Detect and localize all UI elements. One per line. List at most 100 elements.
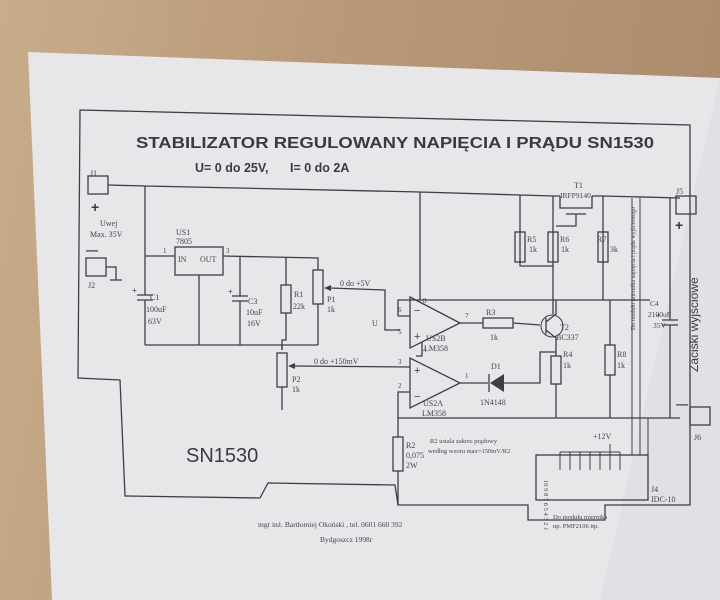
- p1-label: P1: [327, 295, 335, 304]
- t1-label: T1: [574, 181, 583, 190]
- j2-label: J2: [88, 281, 95, 290]
- r2-value: 0,075: [406, 451, 424, 460]
- j4-pin-numbers: 10 9 8 7 6 5 4 3 2 1: [542, 480, 549, 530]
- r5-label: R5: [527, 235, 536, 244]
- c1-value: 100uF: [146, 305, 167, 314]
- u-node-label: U: [372, 319, 378, 328]
- r7-value: 3k: [610, 245, 618, 254]
- t2-label: T2: [560, 323, 569, 332]
- svg-text:+: +: [132, 286, 137, 295]
- r8-value: 1k: [617, 361, 625, 370]
- p2-range: 0 do +150mV: [314, 357, 359, 366]
- svg-text:−: −: [414, 391, 420, 403]
- pin-8: 8: [423, 297, 427, 305]
- j6-connector: [689, 406, 711, 426]
- schematic-title: STABILIZATOR REGULOWANY NAPIĘCIA I PRĄDU…: [136, 135, 654, 152]
- pin-1: 1: [465, 372, 469, 380]
- p2-value: 1k: [292, 385, 300, 394]
- svg-text:−: −: [414, 305, 420, 317]
- meter-note-2: np. PMF2106 itp.: [553, 523, 599, 530]
- input-max-label: Max. 35V: [90, 230, 123, 239]
- us1-part: 7805: [176, 237, 192, 246]
- meter-note-1: Do modułu miernika: [553, 514, 607, 521]
- ground-symbol: [106, 266, 122, 281]
- us1-out-pin: OUT: [200, 255, 217, 264]
- c4-label: C4: [650, 299, 659, 308]
- pin-7: 7: [465, 312, 469, 320]
- r1-value: 22k: [293, 302, 305, 311]
- pin-6: 6: [398, 306, 402, 314]
- r2-power: 2W: [406, 461, 418, 470]
- r3-value: 1k: [490, 333, 498, 342]
- svg-text:+: +: [228, 287, 233, 296]
- d1-part: 1N4148: [480, 398, 506, 407]
- us2a-part: LM358: [422, 409, 446, 418]
- input-plus: +: [91, 199, 99, 215]
- r4-value: 1k: [563, 361, 571, 370]
- author-credit: mgr inż. Bartłomiej Okoński , tel. 0601 …: [258, 520, 403, 529]
- j6-label: J6: [694, 433, 701, 442]
- c4-capacitor: [662, 198, 678, 418]
- c4-value: 2100uF: [648, 310, 671, 319]
- input-minus: —: [86, 243, 98, 257]
- t1-mosfet: [556, 196, 593, 227]
- us2b-opamp: [409, 295, 462, 350]
- output-plus: +: [675, 217, 683, 233]
- r1-label: R1: [294, 290, 303, 299]
- us1-label: US1: [176, 228, 190, 237]
- d1-diode: [490, 374, 504, 392]
- c1-capacitor: [137, 250, 153, 345]
- us1-pin3: 3: [226, 247, 230, 255]
- output-terminals-label: Zaciski wyjściowe: [687, 277, 701, 372]
- pin-2: 2: [398, 382, 402, 390]
- c3-label: C3: [248, 297, 257, 306]
- current-range: I= 0 do 2A: [290, 161, 349, 175]
- svg-text:+: +: [414, 365, 420, 377]
- j5-label: J5: [676, 187, 683, 196]
- c1-label: C1: [150, 293, 159, 302]
- d1-label: D1: [491, 362, 501, 371]
- r2-note-1: R2 ustala zakres prądowy: [430, 438, 498, 445]
- input-voltage-label: Uwej: [100, 219, 117, 228]
- c3-voltage: 16V: [247, 319, 261, 328]
- r3-label: R3: [486, 308, 495, 317]
- output-minus: —: [676, 397, 688, 411]
- p2-label: P2: [292, 375, 300, 384]
- j1-label: J1: [90, 169, 97, 178]
- plus-12v-label: +12V: [593, 432, 612, 441]
- c3-value: 10uF: [246, 308, 263, 317]
- us2b-part: LM358: [424, 344, 448, 353]
- t2-part: BC337: [556, 333, 579, 342]
- svg-text:+: +: [414, 331, 420, 343]
- voltage-range: U= 0 do 25V,: [195, 161, 269, 175]
- us2a-label: US2A: [423, 399, 443, 408]
- r5-value: 1k: [529, 245, 537, 254]
- t2-transistor: [540, 314, 564, 338]
- us2a-opamp: [409, 356, 462, 410]
- r6-value: 1k: [561, 245, 569, 254]
- meter-vertical-note: Do modułu miernika napięcia i prądu wyjś…: [631, 207, 637, 330]
- j4-idc-connector: [535, 454, 649, 501]
- c1-voltage: 63V: [148, 317, 162, 326]
- j5-connector: [675, 195, 697, 215]
- r4-label: R4: [563, 350, 572, 359]
- c4-voltage: 35V: [653, 321, 667, 330]
- pin-3: 3: [398, 358, 402, 366]
- r2-label: R2: [406, 441, 415, 450]
- svg-text:+: +: [656, 311, 661, 320]
- t1-part: IRFP9140: [560, 191, 591, 200]
- us2b-label: US2B: [426, 334, 446, 343]
- us1-in-pin: IN: [178, 255, 187, 264]
- pin-4: 4: [423, 346, 427, 354]
- paper-sheet: [28, 52, 720, 600]
- p1-value: 1k: [327, 305, 335, 314]
- positive-rail: [107, 184, 681, 300]
- r6-label: R6: [560, 235, 569, 244]
- r7-label: R7: [597, 235, 606, 244]
- c3-capacitor: [232, 257, 248, 345]
- board-name: SN1530: [186, 445, 258, 467]
- r2-note-2: według wzoru max=150mV/R2: [428, 448, 510, 455]
- us1-pin1: 1: [163, 247, 167, 255]
- j4-label: J4: [651, 485, 658, 494]
